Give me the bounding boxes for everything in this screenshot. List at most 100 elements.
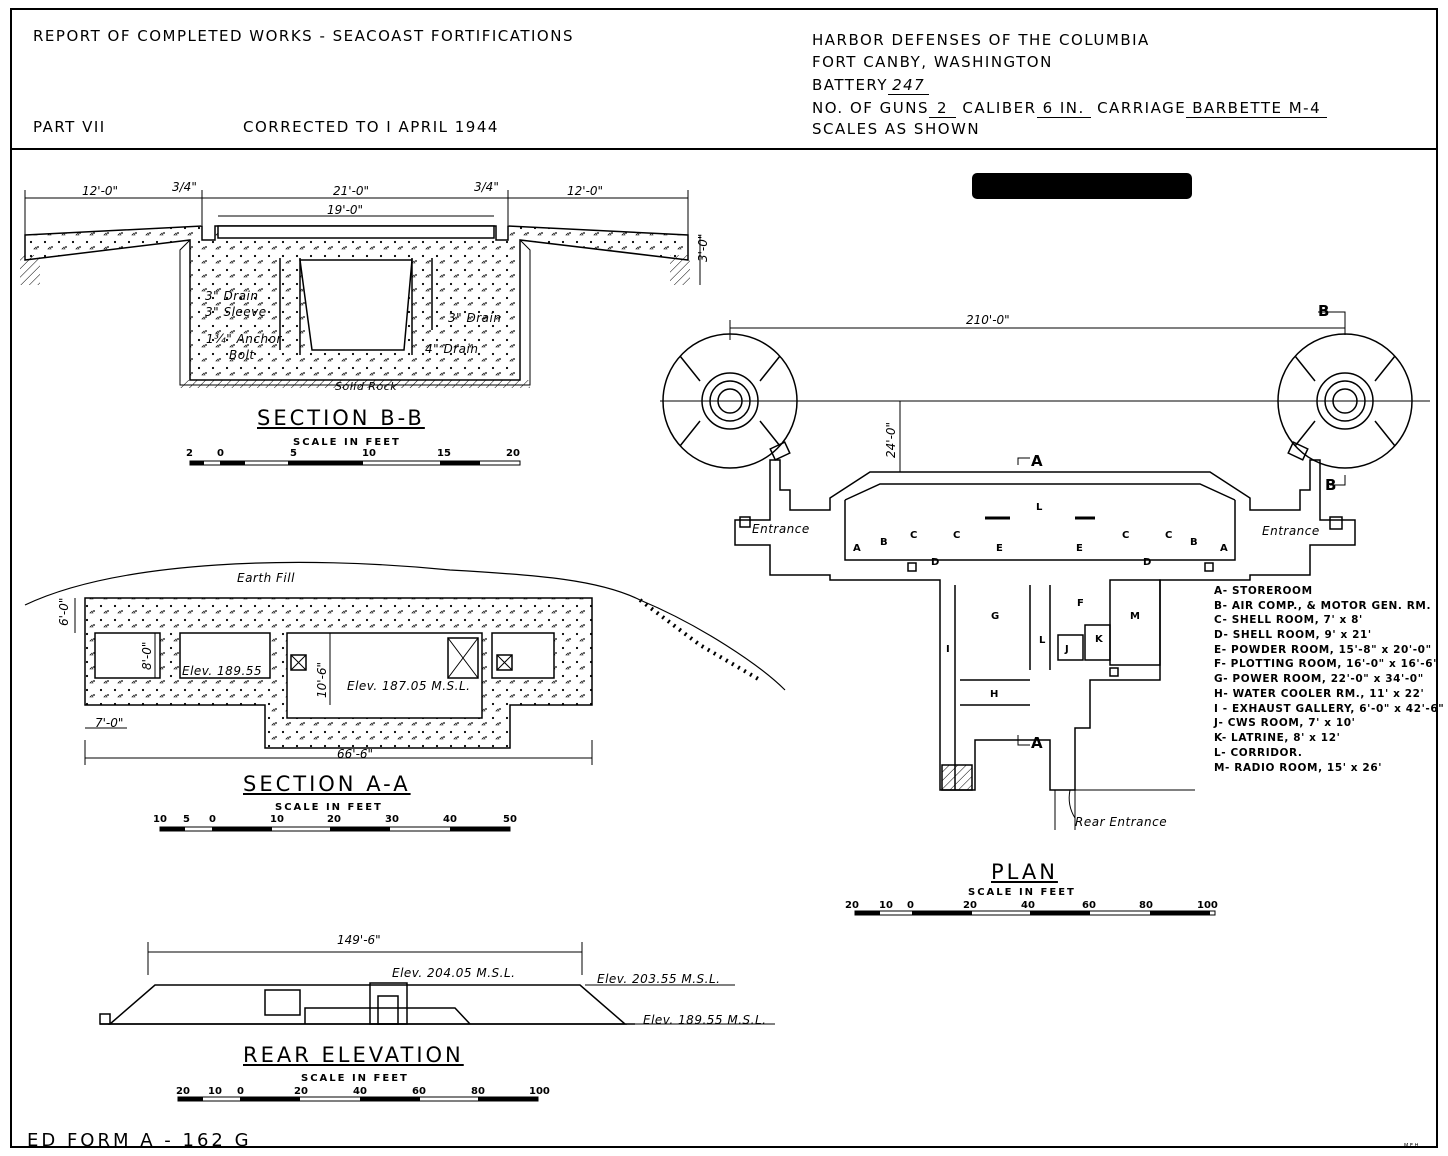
plan-tick: 100 bbox=[1197, 900, 1218, 911]
aa-dim-8: 8'-0" bbox=[140, 641, 154, 670]
room-label: C bbox=[953, 530, 961, 541]
legend-item: M- RADIO ROOM, 15' x 26' bbox=[1214, 762, 1383, 774]
room-label: L bbox=[1036, 502, 1043, 513]
plan-drawing bbox=[660, 311, 1430, 830]
plan-cut-b-top: B bbox=[1318, 302, 1331, 320]
legend-item: A- STOREROOM bbox=[1214, 585, 1313, 597]
bb-dim-right: 12'-0" bbox=[567, 184, 604, 198]
scales-note: SCALES AS SHOWN bbox=[812, 120, 981, 138]
bb-tick: 2 bbox=[186, 448, 193, 459]
plan-cut-b-right: B bbox=[1325, 476, 1338, 494]
aa-elev-187: Elev. 187.05 M.S.L. bbox=[347, 679, 471, 693]
re-elev-203: Elev. 203.55 M.S.L. bbox=[597, 972, 721, 986]
bb-tick: 15 bbox=[437, 448, 451, 459]
plan-entrance-left: Entrance bbox=[752, 522, 810, 536]
plan-scale bbox=[854, 910, 1216, 916]
bb-drain3-left: 3" Drain bbox=[205, 289, 259, 303]
plan-tick: 40 bbox=[1021, 900, 1035, 911]
section-aa-drawing bbox=[24, 561, 786, 765]
aa-tick: 30 bbox=[385, 814, 399, 825]
header-divider bbox=[10, 148, 1438, 150]
plan-cut-a-bottom: A bbox=[1031, 734, 1045, 752]
re-elev-204: Elev. 204.05 M.S.L. bbox=[392, 966, 516, 980]
legend-item: B- AIR COMP., & MOTOR GEN. RM. bbox=[1214, 600, 1432, 612]
room-label: K bbox=[1095, 634, 1103, 645]
bb-drain3-right: 3" Drain bbox=[448, 311, 502, 325]
aa-dim-7: 7'-0" bbox=[95, 716, 124, 730]
bb-dim-mid: 21'-0" bbox=[333, 184, 370, 198]
bb-tick: 20 bbox=[506, 448, 520, 459]
bb-drain4: 4" Drain bbox=[425, 342, 479, 356]
plan-tick: 20 bbox=[845, 900, 859, 911]
room-label: D bbox=[1143, 557, 1152, 568]
plan-dim-depth: 24'-0" bbox=[884, 421, 898, 458]
plan-scale-caption: SCALE IN FEET bbox=[968, 887, 1076, 898]
legend-item: D- SHELL ROOM, 9' x 21' bbox=[1214, 629, 1372, 641]
re-tick: 0 bbox=[237, 1086, 244, 1097]
plan-dim-span: 210'-0" bbox=[966, 313, 1010, 327]
room-label: C bbox=[1122, 530, 1130, 541]
bb-tick: 5 bbox=[290, 448, 297, 459]
section-bb-scale bbox=[189, 460, 521, 466]
carriage-value: BARBETTE M-4 bbox=[1186, 99, 1328, 118]
aa-dim-6: 6'-0" bbox=[57, 597, 71, 626]
bb-dim-height: 3'-0" bbox=[696, 233, 710, 262]
bb-dim-left: 12'-0" bbox=[82, 184, 119, 198]
bb-tick: 0 bbox=[217, 448, 224, 459]
legend-item: G- POWER ROOM, 22'-0" x 34'-0" bbox=[1214, 673, 1424, 685]
redaction-bar bbox=[972, 173, 1192, 199]
re-tick: 20 bbox=[176, 1086, 190, 1097]
room-label: G bbox=[991, 611, 1000, 622]
bb-sleeve: 3" Sleeve bbox=[205, 305, 267, 319]
legend-item: H- WATER COOLER RM., 11' x 22' bbox=[1214, 688, 1425, 700]
caliber-label: CALIBER bbox=[962, 99, 1037, 117]
rear-elevation-scale bbox=[177, 1096, 539, 1102]
guns-count: 2 bbox=[929, 99, 957, 118]
room-label: A bbox=[1220, 543, 1228, 554]
re-tick: 40 bbox=[353, 1086, 367, 1097]
room-label: B bbox=[1190, 537, 1198, 548]
gun-emplacement-left bbox=[662, 333, 798, 469]
form-number: ED FORM A - 162 G bbox=[27, 1130, 252, 1151]
bb-solid-rock: Solid Rock bbox=[335, 380, 398, 393]
aa-dim-10: 10'-6" bbox=[315, 661, 329, 698]
room-label: B bbox=[880, 537, 888, 548]
plan-tick: 0 bbox=[907, 900, 914, 911]
re-tick: 100 bbox=[529, 1086, 550, 1097]
bb-dim-right-gap: 3/4" bbox=[474, 180, 499, 194]
room-label: I bbox=[946, 644, 950, 655]
drafter-initials: M.E.H. bbox=[1404, 1143, 1420, 1149]
legend-item: L- CORRIDOR. bbox=[1214, 747, 1303, 759]
rear-elevation-title: REAR ELEVATION bbox=[243, 1043, 464, 1067]
bb-bolt: Bolt bbox=[229, 348, 255, 362]
part-number: PART VII bbox=[33, 118, 106, 136]
re-elev-189: Elev. 189.55 M.S.L. bbox=[643, 1013, 767, 1027]
aa-tick: 10 bbox=[153, 814, 167, 825]
plan-entrance-right: Entrance bbox=[1262, 524, 1320, 538]
legend-item: I - EXHAUST GALLERY, 6'-0" x 42'-6" bbox=[1214, 703, 1445, 715]
plan-cut-a-top: A bbox=[1031, 452, 1045, 470]
bb-dim-inner: 19'-0" bbox=[327, 203, 364, 217]
rear-elevation-drawing bbox=[99, 942, 775, 1025]
room-label: L bbox=[1039, 635, 1046, 646]
room-label: D bbox=[931, 557, 940, 568]
room-label: A bbox=[853, 543, 861, 554]
re-scale-caption: SCALE IN FEET bbox=[301, 1073, 409, 1084]
corrected-date: CORRECTED TO I APRIL 1944 bbox=[243, 118, 499, 136]
plan-rear-entrance: Rear Entrance bbox=[1075, 815, 1168, 829]
aa-tick: 0 bbox=[209, 814, 216, 825]
battery-label: BATTERY bbox=[812, 76, 889, 94]
room-label: C bbox=[1165, 530, 1173, 541]
caliber-value: 6 IN. bbox=[1036, 99, 1091, 118]
room-label: C bbox=[910, 530, 918, 541]
aa-tick: 50 bbox=[503, 814, 517, 825]
fort-name: FORT CANBY, WASHINGTON bbox=[812, 53, 1053, 71]
aa-dim-66: 66'-6" bbox=[337, 747, 374, 761]
legend-item: F- PLOTTING ROOM, 16'-0" x 16'-6" bbox=[1214, 658, 1440, 670]
aa-scale-caption: SCALE IN FEET bbox=[275, 802, 383, 813]
bb-tick: 10 bbox=[362, 448, 376, 459]
guns-label: NO. OF GUNS bbox=[812, 99, 930, 117]
